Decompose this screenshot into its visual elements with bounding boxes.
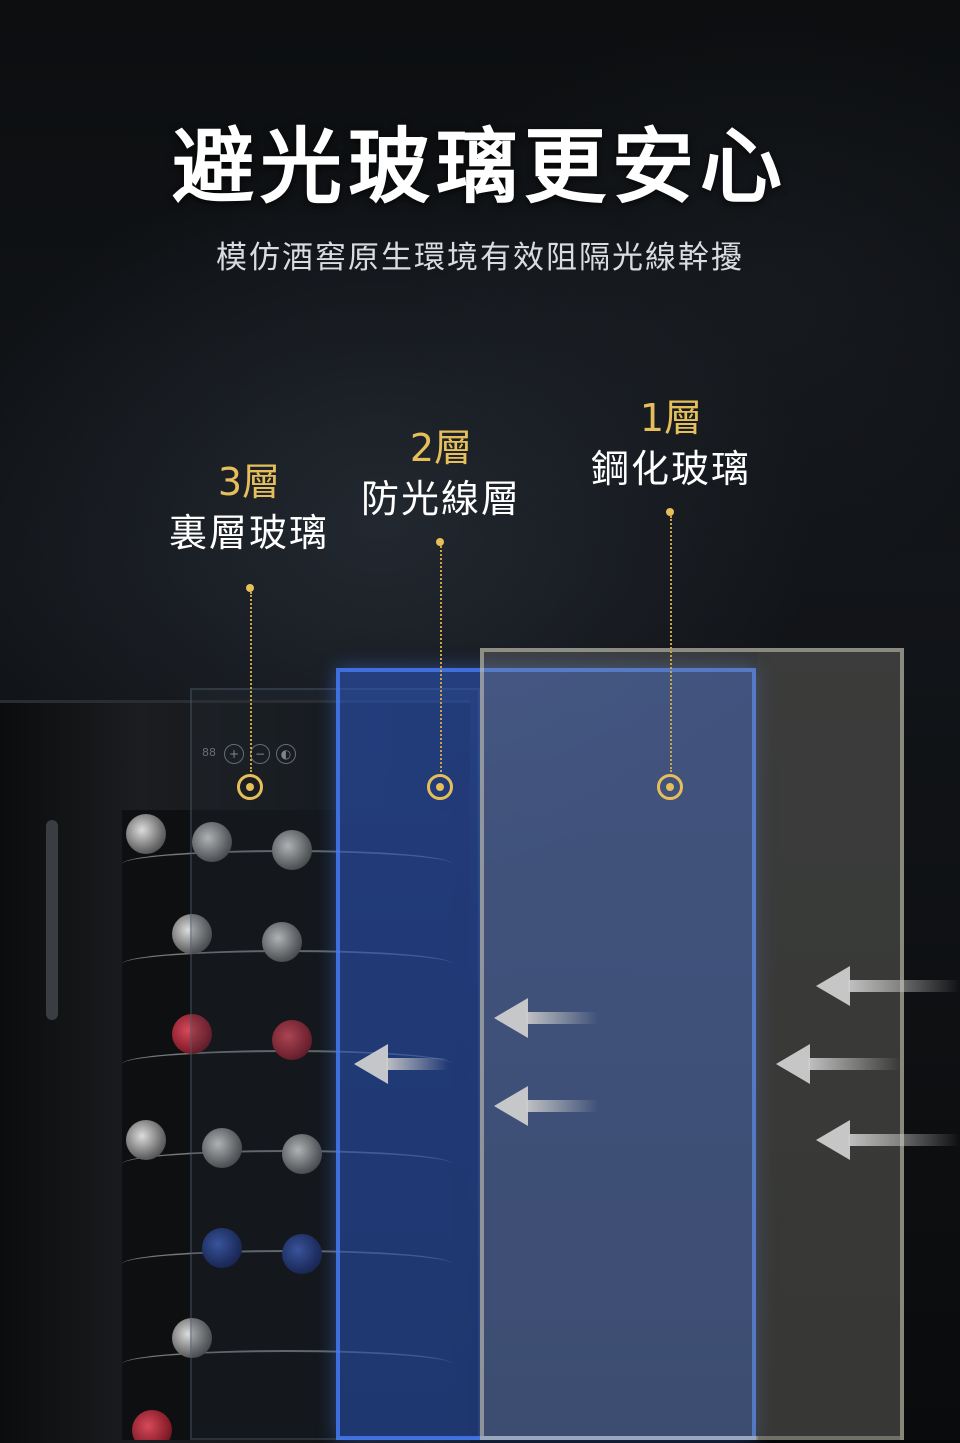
wine-bottle [202, 1228, 242, 1268]
light-arrow-icon [816, 1120, 960, 1160]
wine-bottle [282, 1134, 322, 1174]
layer-3-connector [250, 592, 252, 772]
layer-1-connector [670, 516, 672, 772]
layer-3-number: 3層 [217, 460, 281, 504]
light-arrow-icon [494, 998, 598, 1038]
wine-bottle [126, 1120, 166, 1160]
layer-1-name: 鋼化玻璃 [590, 447, 751, 491]
wine-bottle [192, 822, 232, 862]
layer-3-callout: 3層 裏層玻璃 [164, 458, 334, 560]
layer-2-dot [436, 538, 444, 546]
layer-2-connector [440, 546, 442, 772]
temperature-display: 88 [202, 746, 216, 759]
wine-bottle [172, 914, 212, 954]
layer-3-target-icon [237, 774, 263, 800]
fridge-door-handle [46, 820, 58, 1020]
wine-bottle [282, 1234, 322, 1274]
tempered-glass-layer [480, 648, 904, 1440]
wine-rack [122, 1350, 452, 1378]
light-icon: ◐ [276, 744, 296, 764]
wine-bottle [272, 830, 312, 870]
layer-2-callout: 2層 防光線層 [356, 424, 526, 526]
layer-1-target-icon [657, 774, 683, 800]
layer-3-dot [246, 584, 254, 592]
wine-bottle [202, 1128, 242, 1168]
plus-icon: + [224, 744, 244, 764]
light-arrow-icon [354, 1044, 448, 1084]
layer-2-number: 2層 [409, 426, 473, 470]
wine-bottle [172, 1318, 212, 1358]
light-arrow-icon [816, 966, 960, 1006]
wine-bottle [132, 1410, 172, 1440]
wine-bottle [126, 814, 166, 854]
layer-2-name: 防光線層 [360, 477, 521, 521]
light-arrow-icon [776, 1044, 900, 1084]
wine-bottle [172, 1014, 212, 1054]
layer-1-callout: 1層 鋼化玻璃 [586, 394, 756, 496]
subheadline: 模仿酒窖原生環境有效阻隔光線幹擾 [216, 240, 744, 276]
light-arrow-icon [494, 1086, 598, 1126]
layer-2-target-icon [427, 774, 453, 800]
wine-bottle [272, 1020, 312, 1060]
layer-1-dot [666, 508, 674, 516]
wine-bottle [262, 922, 302, 962]
fridge-control-panel: 88 + − ◐ [200, 744, 296, 764]
layer-3-name: 裏層玻璃 [168, 511, 329, 555]
headline: 避光玻璃更安心 [171, 120, 788, 215]
layer-1-number: 1層 [639, 396, 703, 440]
